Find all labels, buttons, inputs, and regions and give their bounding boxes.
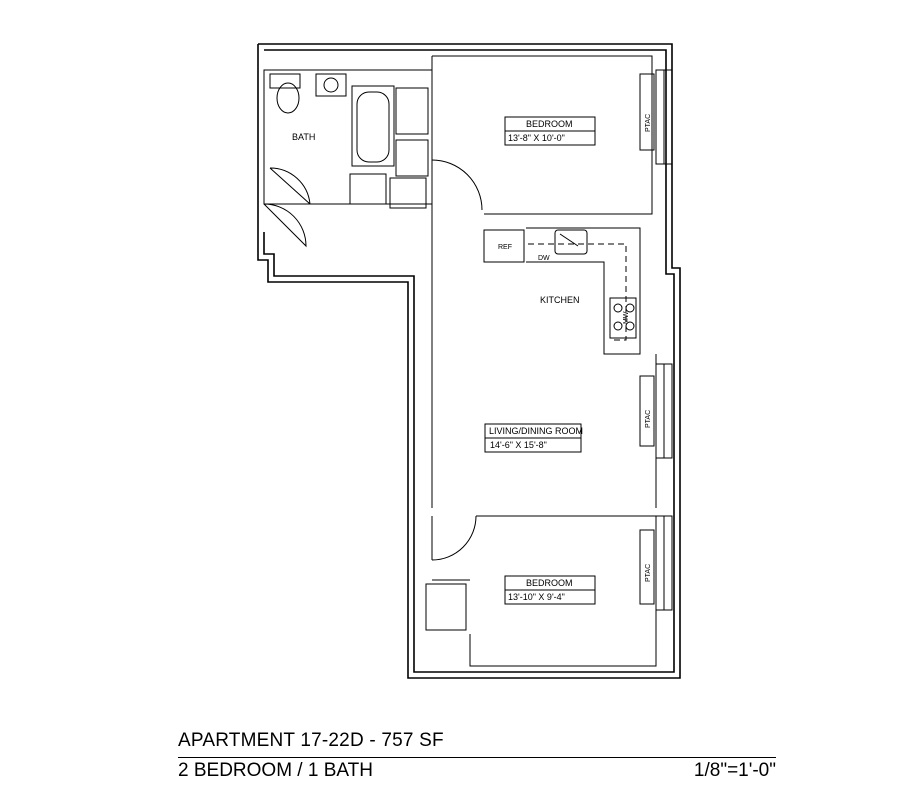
ptac-label-2: PTAC xyxy=(645,410,652,428)
living-dining-label: LIVING/DINING ROOM xyxy=(489,426,583,436)
toilet-tank xyxy=(269,73,301,89)
ptac-unit-2 xyxy=(639,375,655,447)
entry-door xyxy=(263,203,307,248)
apartment-title: APARTMENT 17-22D - 757 SF xyxy=(178,730,444,751)
ptac-unit-1 xyxy=(639,73,655,151)
ptac-label-3: PTAC xyxy=(645,564,652,582)
closet-2 xyxy=(395,139,429,177)
floor-plan: BATH BEDROOM 13'-8" X 10'-0" PTAC REF DW xyxy=(257,43,681,679)
kitchen: REF DW MW KITCHEN xyxy=(483,227,641,355)
kitchen-sink-icon xyxy=(554,229,588,255)
unit-type: 2 BEDROOM / 1 BATH xyxy=(178,760,373,781)
living-dining-dims: 14'-6" X 15'-8" xyxy=(490,440,547,450)
title-divider xyxy=(178,757,776,758)
bedroom-1-door xyxy=(431,159,483,211)
bedroom-2-dims: 13'-10" X 9'-4" xyxy=(508,592,565,602)
closet-5 xyxy=(425,583,467,631)
refrigerator xyxy=(483,229,525,263)
living-dining-room: LIVING/DINING ROOM 14'-6" X 15'-8" PTAC xyxy=(431,214,673,508)
toilet-icon xyxy=(276,82,300,114)
ptac-unit-3 xyxy=(639,529,655,605)
bedroom-2-door xyxy=(431,515,477,561)
bath-label: BATH xyxy=(292,132,315,142)
drawing-scale: 1/8"=1'-0" xyxy=(693,760,776,781)
dw-label: DW xyxy=(538,255,550,262)
closet-3 xyxy=(349,173,387,205)
ptac-label-1: PTAC xyxy=(645,114,652,132)
bath-door xyxy=(269,167,311,205)
range-icon xyxy=(609,297,637,339)
bath-area: BATH xyxy=(263,69,433,248)
bedroom-2: BEDROOM 13'-10" X 9'-4" PTAC xyxy=(425,515,673,667)
bedroom-1: BEDROOM 13'-8" X 10'-0" PTAC xyxy=(431,55,673,215)
closet-1 xyxy=(395,87,429,135)
sink-icon xyxy=(315,73,347,97)
bedroom-1-label: BEDROOM xyxy=(526,119,573,129)
exterior-walls xyxy=(257,43,681,679)
bathtub-icon xyxy=(351,85,395,167)
kitchen-label: KITCHEN xyxy=(540,295,580,305)
title-block: APARTMENT 17-22D - 757 SF 2 BEDROOM / 1 … xyxy=(178,730,778,790)
closet-4 xyxy=(389,177,427,209)
bedroom-2-label: BEDROOM xyxy=(526,578,573,588)
bedroom-1-dims: 13'-8" X 10'-0" xyxy=(508,133,565,143)
mw-label: MW xyxy=(623,311,630,324)
ref-label: REF xyxy=(498,244,512,251)
